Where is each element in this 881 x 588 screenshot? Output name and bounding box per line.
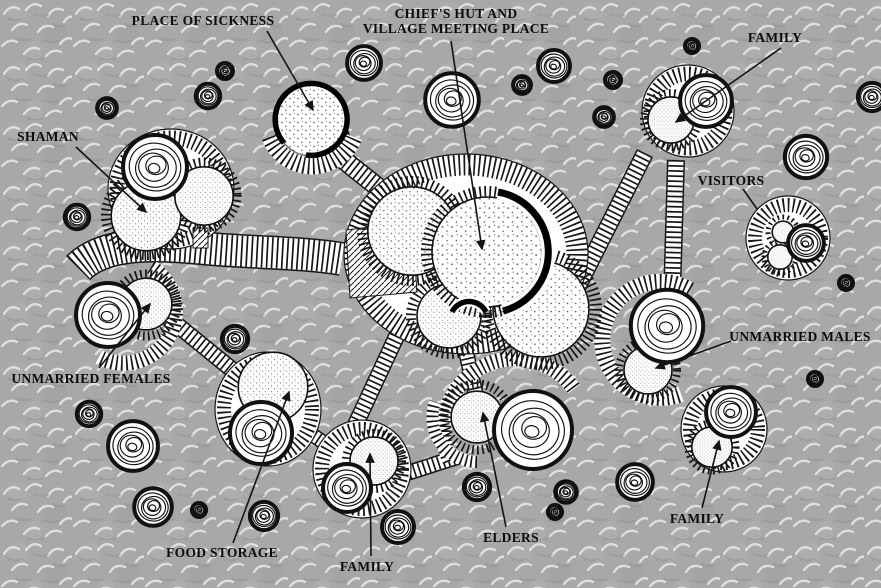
small-hut — [424, 72, 480, 128]
leader-visitors — [742, 188, 758, 210]
label-food-storage: FOOD STORAGE — [166, 545, 278, 560]
small-hut — [463, 473, 491, 501]
small-hut — [838, 275, 854, 291]
small-hut — [381, 510, 415, 544]
leader-shaman — [75, 146, 148, 214]
windbreak-hatch — [683, 388, 765, 470]
leader-food-storage — [232, 390, 291, 544]
hut-ring — [705, 386, 757, 438]
windbreak — [262, 133, 362, 175]
label-visitors: VISITORS — [698, 173, 765, 188]
small-hut — [807, 371, 823, 387]
leader-elders — [480, 411, 507, 528]
chiefs-hut-wall — [497, 188, 552, 315]
hut-ring — [492, 389, 574, 471]
leader-chiefs-hut — [450, 40, 486, 251]
label-chiefs-hut-line2: VILLAGE MEETING PLACE — [363, 21, 549, 36]
label-chiefs-hut-line1: CHIEF'S HUT AND — [395, 6, 518, 21]
label-place-of-sickness: PLACE OF SICKNESS — [132, 13, 275, 28]
hut-ring — [787, 224, 825, 262]
elders-cluster — [426, 351, 581, 471]
windbreak-hatch — [344, 154, 588, 354]
leader-unmarried-females — [98, 302, 151, 369]
hut-ring — [121, 133, 189, 201]
hut-open-wall — [272, 80, 350, 159]
unmarried-females-cluster — [74, 260, 183, 371]
small-hut — [195, 83, 221, 109]
shaman-cluster — [101, 128, 242, 260]
leader-family-top-right — [674, 47, 782, 123]
hut-collar — [684, 419, 740, 475]
small-hut — [857, 82, 881, 112]
label-family-top-right: FAMILY — [748, 30, 802, 45]
hut-ring — [629, 288, 705, 364]
label-unmarried-females: UNMARRIED FEMALES — [11, 371, 170, 386]
label-family-bottom: FAMILY — [340, 559, 394, 574]
family-bottom-right-cluster — [680, 385, 768, 475]
place-of-sickness-cluster — [262, 80, 362, 175]
label-elders: ELDERS — [483, 530, 539, 545]
small-hut — [684, 38, 700, 54]
small-hut — [216, 62, 234, 80]
unmarried-males-cluster — [594, 273, 705, 406]
small-hut — [346, 45, 382, 81]
label-unmarried-males: UNMARRIED MALES — [729, 329, 870, 344]
leader-family-bottom — [365, 452, 375, 557]
hut-ring — [228, 400, 294, 466]
small-hut — [76, 401, 102, 427]
family-top-right-cluster — [640, 64, 735, 158]
small-hut — [604, 71, 622, 89]
hut-collar — [480, 248, 602, 370]
path-family-chief — [568, 148, 654, 293]
hut-collar — [110, 269, 182, 341]
small-hut — [249, 501, 279, 531]
windbreak-hatch — [315, 422, 409, 516]
visitors-cluster — [745, 195, 831, 281]
hut-ring — [74, 281, 142, 349]
small-hut — [191, 502, 207, 518]
windbreak — [95, 260, 183, 371]
family-bottom-cluster — [312, 419, 412, 519]
small-hut — [593, 106, 615, 128]
leader-place-of-sickness — [266, 30, 314, 112]
small-hut — [554, 480, 578, 504]
windbreak — [594, 273, 695, 406]
small-hut — [133, 487, 173, 527]
leader-family-bottom-right — [701, 439, 722, 509]
hut-wall — [449, 298, 489, 314]
small-hut — [512, 75, 532, 95]
small-hut — [783, 134, 829, 180]
small-hut — [107, 420, 159, 472]
leader-unmarried-males — [654, 340, 732, 370]
leader-lines — [75, 30, 782, 557]
chiefs-hut-cluster — [343, 153, 602, 370]
label-family-bottom-right: FAMILY — [670, 511, 724, 526]
small-hut — [96, 97, 118, 119]
labels: PLACE OF SICKNESS CHIEF'S HUT AND VILLAG… — [11, 6, 870, 574]
label-shaman: SHAMAN — [17, 129, 79, 144]
windbreak-hatch — [426, 400, 478, 468]
small-hut — [547, 504, 563, 520]
small-hut — [616, 463, 654, 501]
hut-collar — [342, 429, 406, 493]
small-hut — [537, 49, 571, 83]
hut-collar — [166, 157, 242, 233]
hut-ring — [322, 463, 372, 513]
path-family-males — [663, 159, 685, 297]
path-chief-family-bottom — [346, 327, 407, 432]
small-hut — [221, 325, 249, 353]
small-hut — [64, 204, 90, 230]
food-storage-cluster — [214, 351, 322, 467]
